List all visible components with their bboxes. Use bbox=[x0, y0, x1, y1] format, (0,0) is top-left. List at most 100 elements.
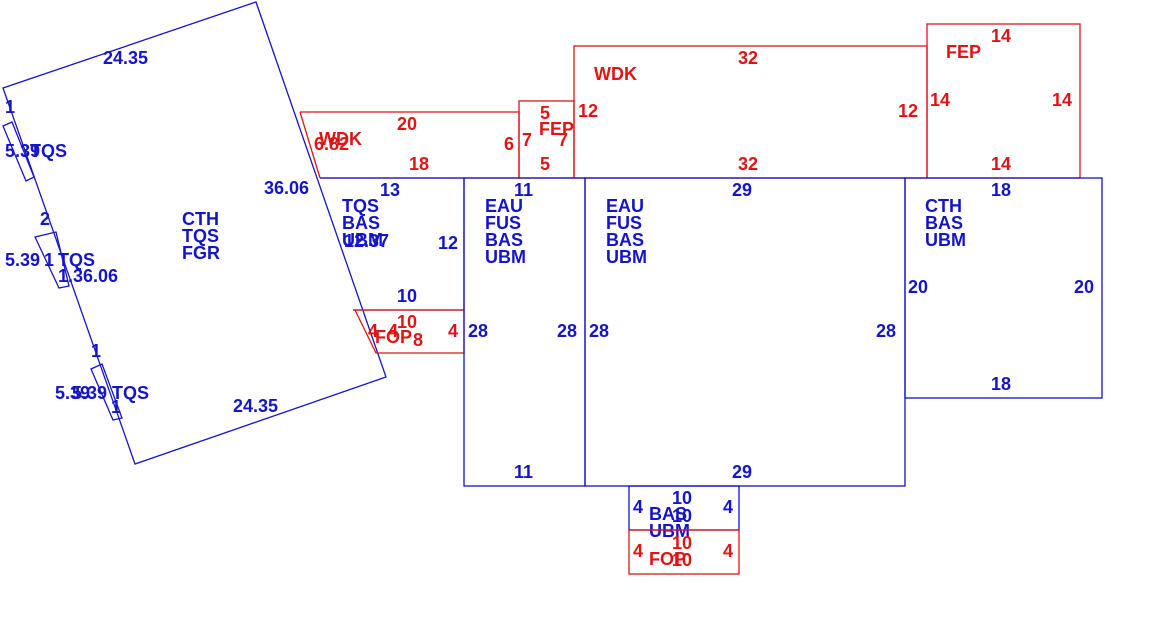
rotated-section-outline bbox=[2, 1, 387, 465]
fep-small-left-dim: 7 bbox=[522, 130, 532, 150]
cth-right-outline bbox=[904, 177, 1103, 399]
rot-code-3: FGR bbox=[182, 243, 220, 263]
cth-right-left-dim: 20 bbox=[908, 277, 928, 297]
wdk-left-edge bbox=[299, 111, 321, 179]
wdk-right-name: WDK bbox=[594, 64, 637, 84]
eau-narrow-code-4: UBM bbox=[485, 247, 526, 267]
eau-narrow-code-3: BAS bbox=[485, 230, 523, 250]
fop-left-right-dim: 4 bbox=[448, 321, 458, 341]
bas-small-left-dim: 4 bbox=[633, 497, 643, 517]
bay-1-dim: 5.39 bbox=[5, 141, 40, 161]
bas-small-right-dim: 4 bbox=[723, 497, 733, 517]
tqs-top-dim: 13 bbox=[380, 180, 400, 200]
tqs-code-3: UBM bbox=[342, 230, 383, 250]
wdk-right-bottom-dim: 32 bbox=[738, 154, 758, 174]
bay-2-dim: 5.39 bbox=[5, 250, 40, 270]
eau-wide-bottom-dim: 29 bbox=[732, 462, 752, 482]
eau-narrow-bottom-dim: 11 bbox=[514, 462, 533, 482]
fep-small-name: FEP bbox=[539, 119, 574, 139]
fop-bottom-bottom-dim: 10 bbox=[672, 550, 692, 570]
rot-left-dim: 1.36.06 bbox=[58, 266, 118, 286]
bay-3-count: 1 bbox=[91, 341, 101, 361]
rot-code-1: CTH bbox=[182, 209, 219, 229]
bay-3-dim: 5.39 bbox=[55, 383, 90, 403]
fep-large-name: FEP bbox=[946, 42, 981, 62]
cth-right-top-dim: 18 bbox=[991, 180, 1011, 200]
wdk-right-right-dim: 12 bbox=[898, 101, 918, 121]
fep-small: FEP 5 5 7 7 bbox=[518, 100, 575, 179]
rot-code-2: TQS bbox=[182, 226, 219, 246]
eau-wide-code-4: UBM bbox=[606, 247, 647, 267]
fop-left-left-dim: 4 bbox=[368, 321, 378, 341]
bay-2-outline bbox=[34, 231, 70, 289]
eau-wide-code-3: BAS bbox=[606, 230, 644, 250]
wdk-left-right-dim: 6 bbox=[504, 134, 514, 154]
rot-bottom-dim: 24.35 bbox=[233, 396, 278, 416]
wdk-left-left-dim: 6.82 bbox=[314, 134, 349, 154]
bas-small-top-dim: 10 bbox=[672, 488, 692, 508]
wdk-left-bottom-dim: 18 bbox=[409, 154, 429, 174]
fep-small-right-dim: 7 bbox=[558, 130, 568, 150]
tqs-section: TQS BAS UBM 12.37 13 12 10 bbox=[320, 177, 465, 311]
eau-narrow-code-2: FUS bbox=[485, 213, 521, 233]
eau-narrow-top-dim: 11 bbox=[514, 180, 533, 200]
cth-right-code-3: UBM bbox=[925, 230, 966, 250]
bay-2-code: TQS bbox=[58, 250, 95, 270]
bas-small-bottom-dim: 10 bbox=[672, 506, 692, 526]
fep-large-top-dim: 14 bbox=[991, 26, 1011, 46]
bay-2-count: 2 bbox=[40, 209, 50, 229]
wdk-right-top-dim: 32 bbox=[738, 48, 758, 68]
fop-bottom-top-dim: 10 bbox=[672, 533, 692, 553]
bay-3-count-2: 1 bbox=[111, 397, 121, 417]
wdk-right-left-dim: 12 bbox=[578, 101, 598, 121]
wdk-left-top-dim: 20 bbox=[397, 114, 417, 134]
fop-left-left-dim-2: 4 bbox=[388, 321, 398, 341]
cth-right-code-1: CTH bbox=[925, 196, 962, 216]
bay-3-dim-2: 5.39 bbox=[72, 383, 107, 403]
fep-large-left-dim: 14 bbox=[930, 90, 950, 110]
bay-3-code: TQS bbox=[112, 383, 149, 403]
rotated-section: 24.35 24.35 36.06 1.36.06 CTH TQS FGR 1 … bbox=[2, 1, 387, 465]
cth-right-code-2: BAS bbox=[925, 213, 963, 233]
wdk-right: WDK 32 32 12 12 bbox=[573, 45, 928, 179]
bay-1-outline bbox=[2, 121, 35, 182]
rot-right-dim: 36.06 bbox=[264, 178, 309, 198]
eau-narrow-code-1: EAU bbox=[485, 196, 523, 216]
fep-small-bottom-dim: 5 bbox=[540, 154, 550, 174]
bas-small-code-2: UBM bbox=[649, 521, 690, 541]
fop-left-name: FOP bbox=[375, 327, 412, 347]
fep-large-bottom-dim: 14 bbox=[991, 154, 1011, 174]
eau-narrow-right-dim: 28 bbox=[557, 321, 577, 341]
fop-left: FOP 10 4 4 4 8 bbox=[353, 309, 465, 354]
fop-bottom-name: FOP bbox=[649, 549, 686, 569]
fop-bottom-outline bbox=[628, 529, 740, 575]
cth-right-bottom-dim: 18 bbox=[991, 374, 1011, 394]
eau-wide-top-dim: 29 bbox=[732, 180, 752, 200]
eau-wide-code-1: EAU bbox=[606, 196, 644, 216]
tqs-bottom-dim: 10 bbox=[397, 286, 417, 306]
bay-1-code: TQS bbox=[30, 141, 67, 161]
eau-narrow-left-dim: 28 bbox=[468, 321, 488, 341]
tqs-code-1: TQS bbox=[342, 196, 379, 216]
bay-2-dim-2: 1 bbox=[44, 250, 54, 270]
bay-3-outline bbox=[90, 363, 123, 421]
cth-right-right-dim: 20 bbox=[1074, 277, 1094, 297]
fep-large-right-dim: 14 bbox=[1052, 90, 1072, 110]
eau-wide: EAU FUS BAS UBM 29 29 28 28 bbox=[584, 177, 906, 487]
eau-wide-right-dim: 28 bbox=[876, 321, 896, 341]
rot-top-dim: 24.35 bbox=[103, 48, 148, 68]
fep-large: FEP 14 14 14 14 bbox=[926, 23, 1081, 179]
bay-1-count: 1 bbox=[5, 97, 15, 117]
fop-bottom-left-dim: 4 bbox=[633, 541, 643, 561]
fop-bottom-right-dim: 4 bbox=[723, 541, 733, 561]
eau-narrow: EAU FUS BAS UBM 11 11 28 28 bbox=[463, 177, 586, 487]
tqs-code-2: BAS bbox=[342, 213, 380, 233]
fop-bottom: FOP 10 10 4 4 bbox=[628, 529, 740, 575]
wdk-left-name: WDK bbox=[319, 129, 362, 149]
eau-wide-code-2: FUS bbox=[606, 213, 642, 233]
fop-left-top-dim: 10 bbox=[397, 312, 417, 332]
fep-small-top-dim: 5 bbox=[540, 103, 550, 123]
fop-left-bottom-dim: 8 bbox=[413, 330, 423, 350]
eau-wide-left-dim: 28 bbox=[589, 321, 609, 341]
